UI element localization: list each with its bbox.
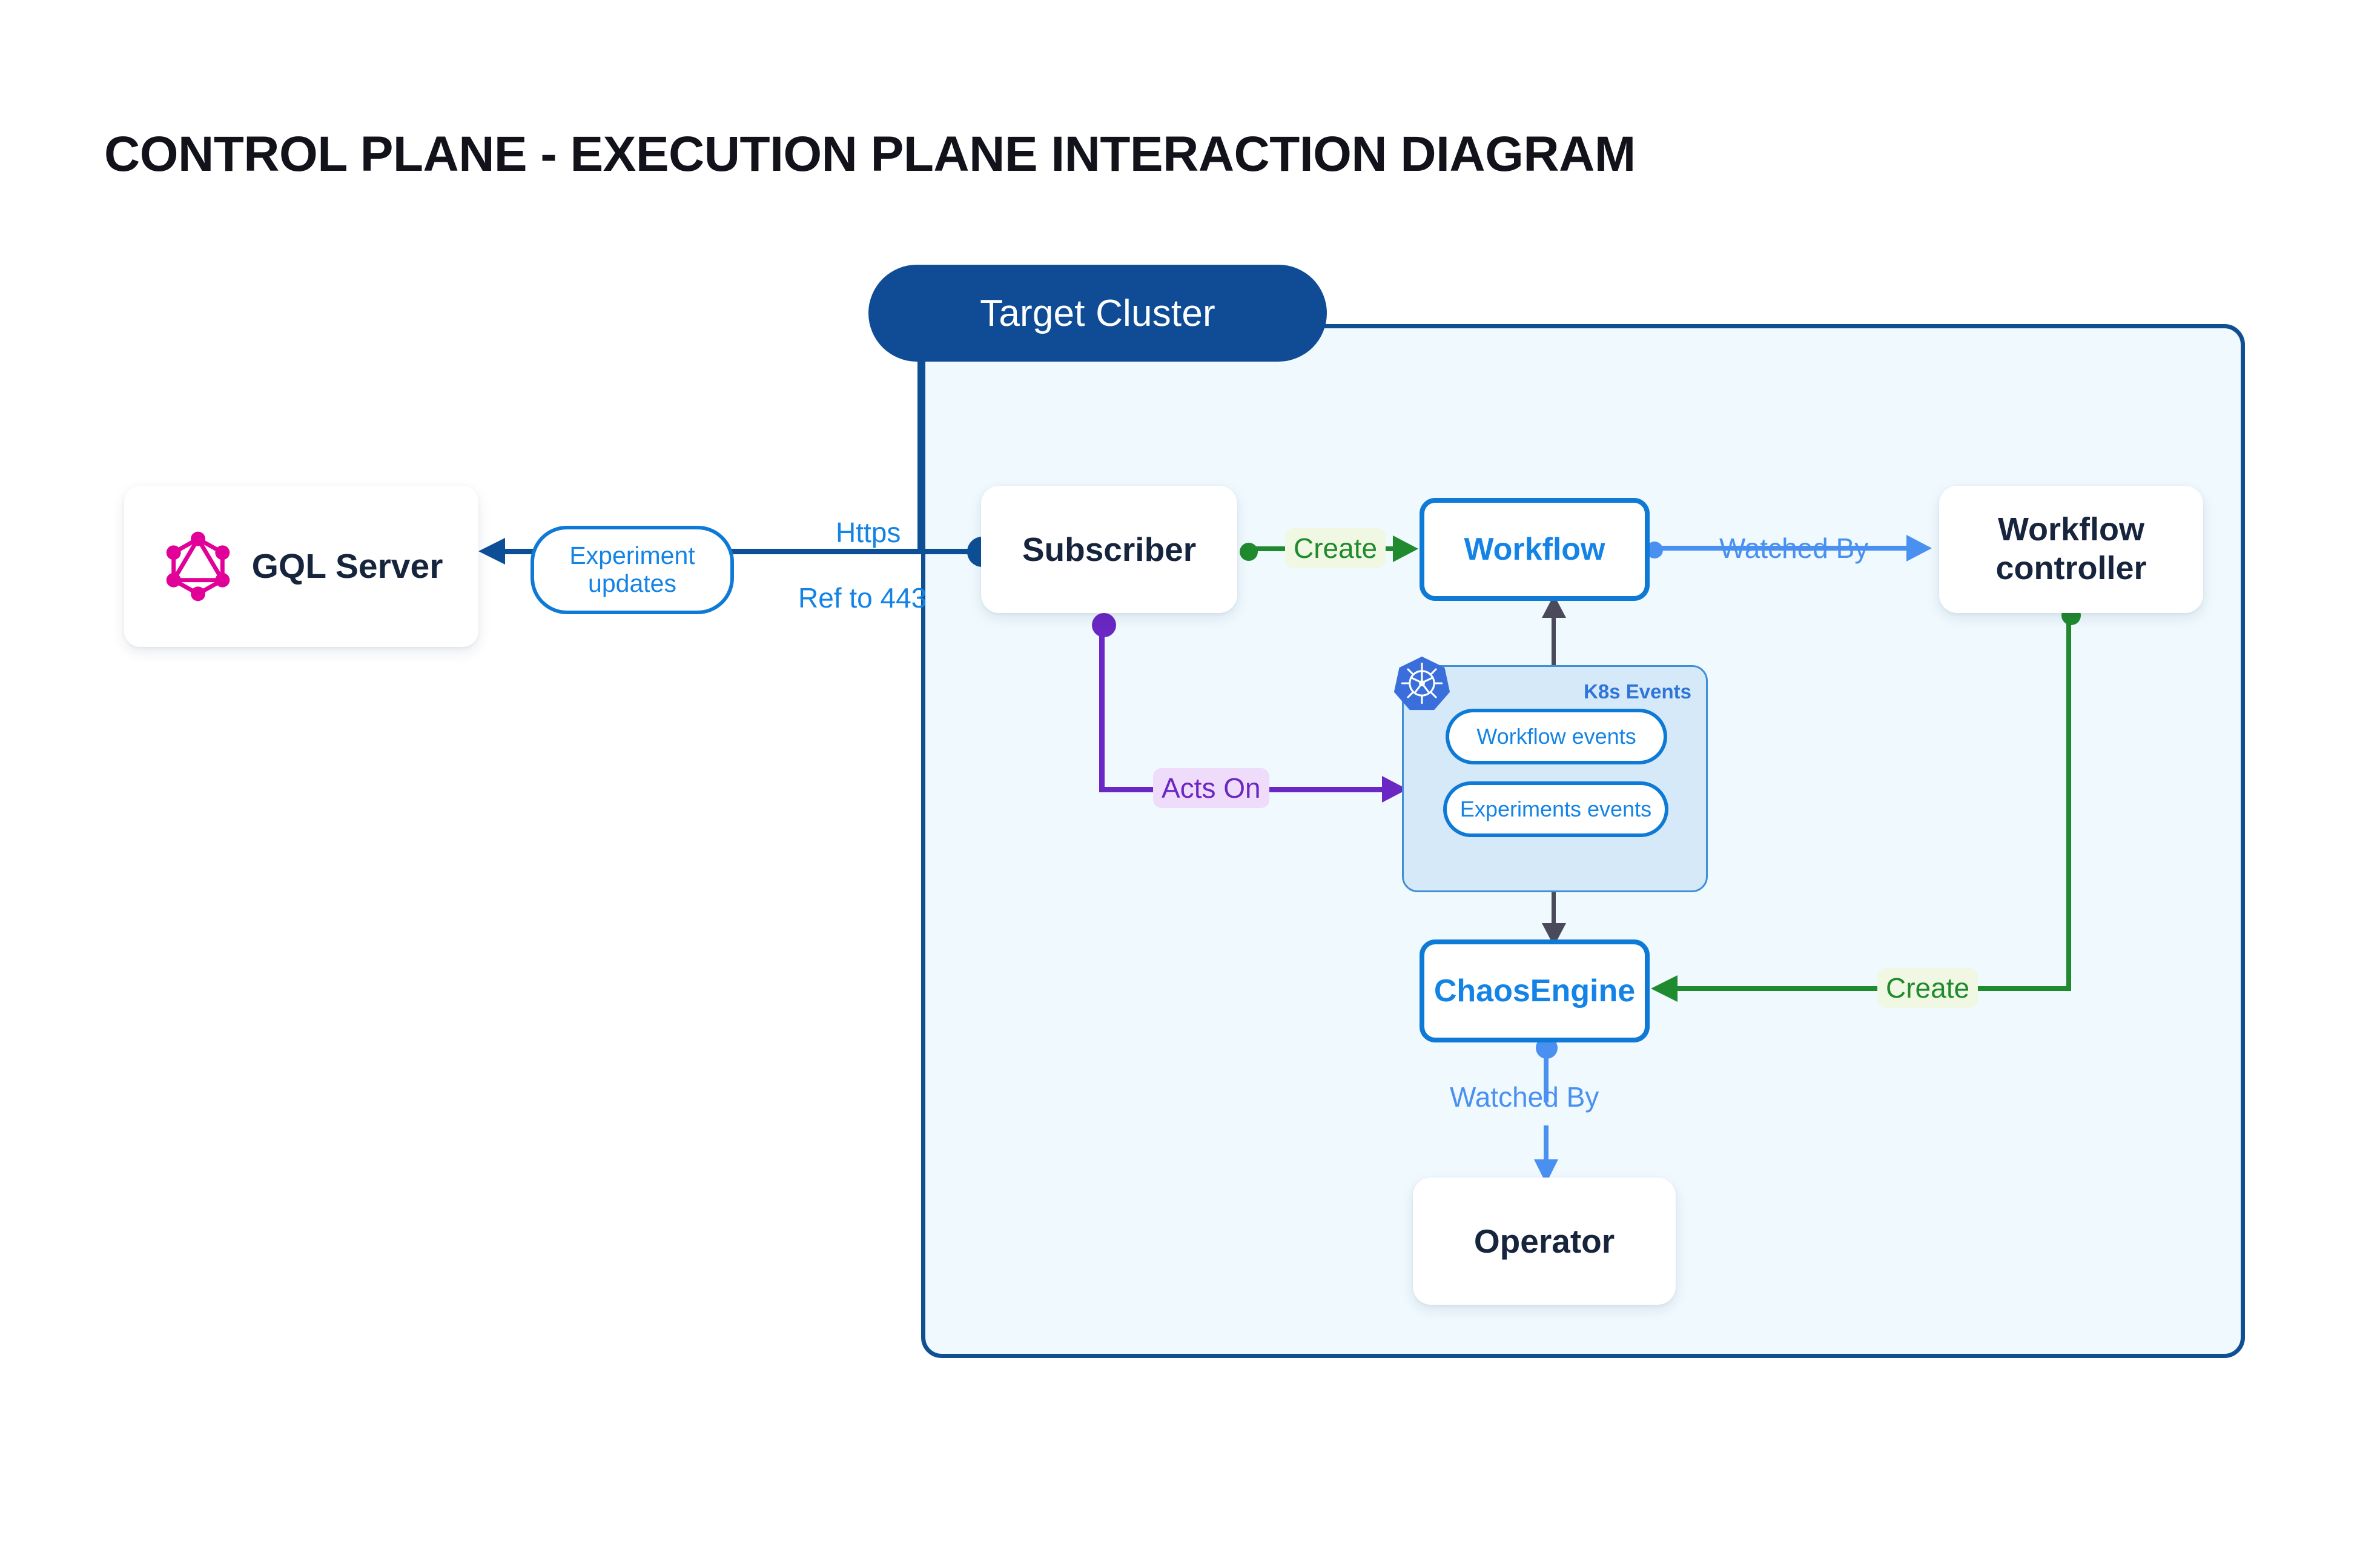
target-cluster-header[interactable]: Target Cluster <box>868 265 1327 362</box>
gql-server-arrowhead <box>478 538 505 565</box>
page-title: CONTROL PLANE - EXECUTION PLANE INTERACT… <box>104 127 1636 182</box>
create-chaosengine-horizontal <box>1676 986 2071 991</box>
create-workflow-arrowhead <box>1393 535 1418 562</box>
gql-server-label: GQL Server <box>251 547 443 586</box>
node-chaosengine[interactable]: ChaosEngine <box>1420 939 1650 1042</box>
edge-label-experiment-updates: Experiment updates <box>531 526 734 614</box>
subscriber-bottom-port-dot <box>1092 613 1116 637</box>
node-gql-server[interactable]: GQL Server <box>124 486 478 647</box>
cluster-to-subscriber-horizontal <box>917 549 984 554</box>
k8s-events-title: K8s Events <box>1584 680 1691 703</box>
experiments-events-label: Experiments events <box>1459 797 1652 821</box>
create-chaosengine-vertical <box>2066 613 2071 989</box>
operator-label: Operator <box>1473 1222 1615 1260</box>
workflow-events-to-workflow-line <box>1552 606 1556 707</box>
edge-label-create-workflow: Create <box>1285 528 1386 568</box>
acts-on-vertical <box>1099 623 1105 792</box>
node-subscriber[interactable]: Subscriber <box>981 486 1237 613</box>
watched-by-operator-line-bottom <box>1544 1125 1549 1168</box>
edge-label-watched-by-operator: Watched By <box>1450 1081 1599 1113</box>
node-operator[interactable]: Operator <box>1413 1178 1676 1305</box>
watched-by-operator-line-top <box>1544 1048 1549 1102</box>
watched-by-controller-arrowhead <box>1906 535 1932 562</box>
edge-label-ref-to-443: Ref to 443 <box>798 582 927 614</box>
k8s-event-pill-experiments-events[interactable]: Experiments events <box>1443 781 1668 837</box>
workflow-label: Workflow <box>1464 532 1605 567</box>
experiment-updates-line-2: updates <box>588 569 676 597</box>
node-workflow-controller[interactable]: Workflow controller <box>1939 486 2203 613</box>
watched-by-controller-line <box>1653 546 1920 551</box>
chaosengine-label: ChaosEngine <box>1433 973 1636 1009</box>
edge-label-acts-on: Acts On <box>1153 768 1269 808</box>
subscriber-right-port-dot <box>1240 543 1258 561</box>
k8s-events-panel: K8s Events <box>1402 665 1708 892</box>
edge-label-watched-by-controller: Watched By <box>1719 532 1869 564</box>
edge-label-https: Https <box>836 517 901 548</box>
subscriber-label: Subscriber <box>1022 531 1197 568</box>
experiment-updates-line-1: Experiment <box>569 542 695 570</box>
cluster-to-subscriber-vertical <box>917 339 923 554</box>
target-cluster-label: Target Cluster <box>980 292 1215 334</box>
workflow-controller-label: Workflow controller <box>1995 511 2147 586</box>
kubernetes-logo-icon <box>1393 654 1451 712</box>
graphql-logo-icon <box>160 528 236 605</box>
k8s-event-pill-workflow-events[interactable]: Workflow events <box>1446 709 1667 764</box>
workflow-events-label: Workflow events <box>1476 724 1636 749</box>
edge-label-create-chaosengine: Create <box>1877 968 1978 1008</box>
create-chaosengine-arrowhead <box>1651 975 1678 1002</box>
node-workflow[interactable]: Workflow <box>1420 498 1650 601</box>
